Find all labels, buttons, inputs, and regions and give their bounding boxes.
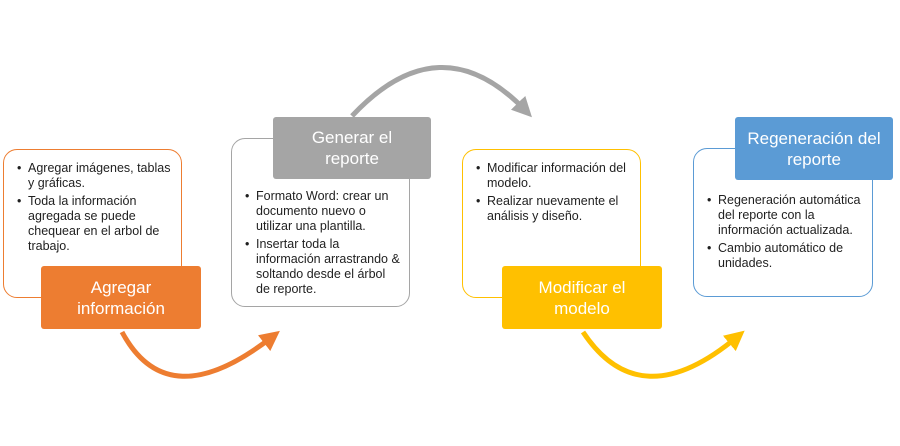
step-4-bullet-1: Regeneración automática del reporte con … xyxy=(707,193,864,238)
step-4-bullet-2: Cambio automático de unidades. xyxy=(707,241,864,271)
step-1-bullet-2: Toda la información agregada se puede ch… xyxy=(17,194,173,254)
step-4-bullets: Regeneración automática del reporte con … xyxy=(702,193,864,271)
step-2-title: Generar el reporte xyxy=(273,117,431,179)
step-3-title: Modificar el modelo xyxy=(502,266,662,329)
step-3-bullet-1: Modificar información del modelo. xyxy=(476,161,632,191)
step-3-bullets: Modificar información del modelo. Realiz… xyxy=(471,161,632,224)
step-1-title: Agregar información xyxy=(41,266,201,329)
step-3-bullet-2: Realizar nuevamente el análisis y diseño… xyxy=(476,194,632,224)
step-4-title: Regeneración del reporte xyxy=(735,117,893,180)
step-1-bullet-1: Agregar imágenes, tablas y gráficas. xyxy=(17,161,173,191)
step-2-bullet-2: Insertar toda la información arrastrando… xyxy=(245,237,401,297)
step-1-bullets: Agregar imágenes, tablas y gráficas. Tod… xyxy=(12,161,173,254)
step-1-card: Agregar imágenes, tablas y gráficas. Tod… xyxy=(3,149,182,298)
arrow-step1-to-step2 xyxy=(119,330,280,379)
step-2-bullets: Formato Word: crear un documento nuevo o… xyxy=(240,189,401,297)
arrow-step3-to-step4 xyxy=(580,330,745,379)
arrow-step2-to-step3 xyxy=(350,65,532,118)
step-2-bullet-1: Formato Word: crear un documento nuevo o… xyxy=(245,189,401,234)
